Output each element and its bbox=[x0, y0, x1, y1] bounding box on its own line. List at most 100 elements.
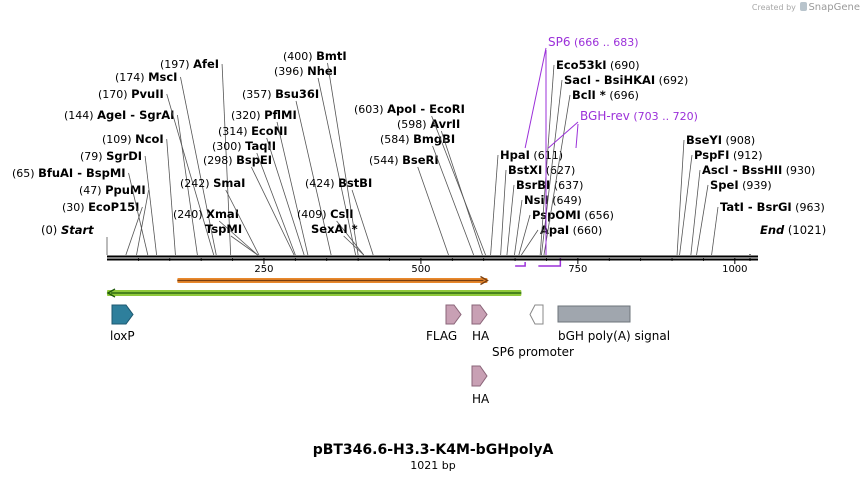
enzyme-bspei: (298) BspEI bbox=[203, 153, 295, 256]
enzyme-position: (298) bbox=[203, 154, 236, 167]
enzyme-sexai: SexAI * bbox=[311, 222, 365, 256]
enzyme-leader-line bbox=[676, 139, 685, 256]
primer-label: BGH-rev (703 .. 720) bbox=[580, 109, 698, 123]
flag-label: FLAG bbox=[426, 329, 457, 343]
enzyme-label: (47) PpuMI bbox=[79, 183, 146, 197]
enzyme-name: SexAI * bbox=[311, 222, 358, 236]
enzyme-leader-line bbox=[432, 145, 475, 256]
enzyme-apai: ApaI (660) bbox=[521, 223, 602, 256]
enzyme-position: (637) bbox=[550, 179, 583, 192]
enzyme-leader-line bbox=[506, 184, 515, 256]
enzyme-leader-line bbox=[351, 189, 374, 256]
primer-binding-mark bbox=[515, 262, 526, 267]
credit-brand: SnapGene bbox=[808, 2, 860, 13]
enzyme-pspfi: PspFI (912) bbox=[679, 148, 763, 256]
enzyme-label: SexAI * bbox=[311, 222, 358, 236]
enzyme-leader-line bbox=[230, 235, 258, 256]
snapgene-credit: Created by SnapGene bbox=[752, 2, 860, 13]
enzyme-position: (300) bbox=[212, 140, 245, 153]
enzyme-leader-line bbox=[250, 166, 295, 256]
enzyme-label: AscI - BssHII (930) bbox=[702, 163, 815, 177]
enzyme-label: SacI - BsiHKAI (692) bbox=[564, 73, 688, 87]
enzyme-position: (939) bbox=[739, 179, 772, 192]
enzyme-position: (240) bbox=[173, 208, 206, 221]
enzyme-bstxi: BstXI (627) bbox=[500, 163, 575, 256]
enzyme-name: SgrDI bbox=[106, 149, 142, 163]
enzyme-label: PspFI (912) bbox=[694, 148, 763, 162]
enzyme-leader-line bbox=[539, 64, 555, 256]
enzyme-label: TspMI bbox=[205, 222, 242, 236]
enzyme-position: (144) bbox=[64, 109, 97, 122]
enzyme-econi: (314) EcoNI bbox=[218, 124, 305, 256]
enzyme-sites: (30) EcoP15I (47) PpuMI(65) BfuAI - BspMI… bbox=[12, 49, 826, 256]
enzyme-label: ApaI (660) bbox=[540, 223, 602, 237]
long-feature-arrows bbox=[106, 275, 522, 298]
enzyme-label: (240) XmaI bbox=[173, 207, 239, 221]
enzyme-leader-line bbox=[711, 206, 719, 256]
ha-feature-arrow-2 bbox=[471, 365, 488, 387]
enzyme-label: (396) NheI bbox=[274, 64, 337, 78]
enzyme-position: (79) bbox=[80, 150, 106, 163]
enzyme-position: (598) bbox=[397, 118, 430, 131]
enzyme-position: (47) bbox=[79, 184, 105, 197]
enzyme-leader-line bbox=[177, 114, 198, 256]
enzyme-name: BclI * bbox=[572, 88, 606, 102]
green-feature-arrowhead bbox=[106, 288, 116, 298]
enzyme-label: SpeI (939) bbox=[710, 178, 772, 192]
enzyme-tati-bsrgi: TatI - BsrGI (963) bbox=[711, 200, 825, 256]
enzyme-name: BspEI bbox=[236, 153, 272, 167]
enzyme-csli: (409) CslI bbox=[297, 207, 365, 256]
axis-tick-label: 500 bbox=[411, 264, 430, 275]
enzyme-leader-line bbox=[518, 214, 531, 256]
orange-feature-arrowhead bbox=[480, 275, 489, 286]
axis-tick-label: 750 bbox=[568, 264, 587, 275]
enzyme-label: (584) BmgBI bbox=[380, 132, 455, 146]
enzyme-name: PvuII bbox=[131, 87, 164, 101]
enzyme-position: (649) bbox=[549, 194, 582, 207]
enzyme-bsu36i: (357) Bsu36I bbox=[242, 87, 332, 256]
sp6-promoter-arrow bbox=[529, 304, 544, 325]
enzyme-leader-line bbox=[336, 220, 365, 256]
enzyme-pflmi: (320) PflMI bbox=[231, 108, 309, 256]
sp6-promoter-label: SP6 promoter bbox=[492, 345, 574, 359]
enzyme-name: NcoI bbox=[135, 132, 164, 146]
axis-tick-label: 250 bbox=[254, 264, 273, 275]
primer-bgh-rev: BGH-rev (703 .. 720) bbox=[538, 109, 698, 267]
enzyme-bsrbi: BsrBI (637) bbox=[506, 178, 583, 256]
enzyme-name: PspOMI bbox=[532, 208, 581, 222]
enzyme-position: (963) bbox=[792, 201, 825, 214]
enzyme-label: TatI - BsrGI (963) bbox=[720, 200, 825, 214]
enzyme-sgrdi: (79) SgrDI bbox=[80, 149, 157, 256]
primer-range: (666 .. 683) bbox=[571, 36, 639, 49]
enzyme-bmti: (400) BmtI bbox=[283, 49, 359, 256]
enzyme-label: (424) BstBI bbox=[305, 176, 372, 190]
end-marker: End (1021) bbox=[760, 223, 826, 237]
enzyme-label: (400) BmtI bbox=[283, 49, 347, 63]
enzyme-bfuai-bspmi: (65) BfuAI - BspMI bbox=[12, 166, 149, 256]
enzyme-label: (298) BspEI bbox=[203, 153, 272, 167]
enzyme-leader-line bbox=[343, 235, 365, 256]
enzyme-label: (598) AvrII bbox=[397, 117, 460, 131]
enzyme-name: AscI - BssHII bbox=[702, 163, 782, 177]
enzyme-nsii: NsiI (649) bbox=[514, 193, 582, 256]
enzyme-position: (584) bbox=[380, 133, 413, 146]
enzyme-label: (320) PflMI bbox=[231, 108, 297, 122]
enzyme-hpai: HpaI (611) bbox=[490, 148, 563, 256]
enzyme-position: (109) bbox=[102, 133, 135, 146]
enzyme-name: TaqII bbox=[245, 139, 276, 153]
bgh-polya-box bbox=[557, 305, 631, 323]
primer-name: BGH-rev bbox=[580, 109, 630, 123]
enzyme-position: (400) bbox=[283, 50, 316, 63]
enzyme-ecop15i: (30) EcoP15I bbox=[62, 200, 143, 256]
enzyme-ppumi: (47) PpuMI bbox=[79, 183, 150, 256]
enzyme-label: BseYI (908) bbox=[686, 133, 755, 147]
flag-feature-arrow bbox=[445, 304, 462, 325]
enzyme-leader-line bbox=[221, 63, 232, 256]
enzyme-leader-line bbox=[136, 189, 150, 256]
primer-annotations: SP6 (666 .. 683)BGH-rev (703 .. 720) bbox=[515, 35, 698, 267]
enzyme-position: (424) bbox=[305, 177, 338, 190]
primer-leader-line bbox=[548, 121, 579, 149]
enzyme-label: (174) MscI bbox=[115, 70, 177, 84]
